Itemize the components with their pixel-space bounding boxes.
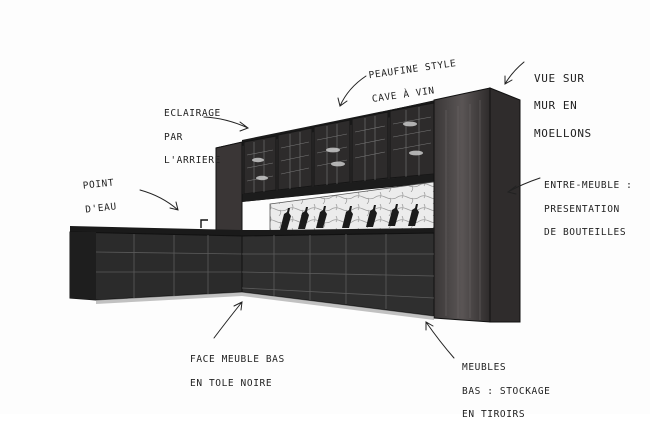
lower-cabinets-main (96, 232, 435, 320)
annotation-vue-mur: Vue sur mur en moellons (534, 58, 592, 154)
annotation-line: Point (82, 177, 115, 192)
annotation-line: l'arriere (164, 155, 221, 167)
annotation-entre-meuble: Entre-meuble : presentation de bouteille… (544, 168, 632, 251)
annotation-line: Peaufine style (367, 57, 458, 82)
kitchen-sketch (69, 61, 541, 359)
bottle-niche (269, 181, 435, 233)
annotation-line: en tiroirs (462, 409, 526, 421)
annotation-line: Entre-meuble : (544, 179, 633, 191)
annotation-line: Meubles (462, 361, 507, 373)
water-tap (200, 219, 208, 228)
rack-bottles (252, 121, 423, 181)
annotation-line: Eclairage (164, 107, 221, 119)
annotation-line: Face meuble bas (190, 353, 285, 365)
upper-cabinets (215, 99, 439, 205)
display-bottles (280, 204, 419, 230)
countertop (70, 226, 434, 236)
annotation-line: par (164, 131, 183, 143)
wine-rack-doors (243, 102, 435, 195)
annotation-eclairage: Eclairage par l'arriere (164, 96, 221, 179)
annotation-meubles-bas: Meubles bas : stockage en tiroirs (462, 350, 550, 433)
annotation-arrows (139, 61, 541, 359)
annotation-line: d'eau (84, 200, 118, 216)
annotation-peaufine: Peaufine style cave à vin (366, 46, 462, 117)
annotation-line: Vue sur (534, 71, 585, 85)
tall-column (433, 87, 521, 323)
annotation-line: moellons (534, 126, 592, 140)
annotation-line: mur en (534, 99, 578, 113)
lower-cabinets-left (69, 231, 243, 301)
annotation-face-meuble: Face meuble bas en tole noire (190, 342, 285, 401)
annotation-line: bas : stockage (462, 385, 551, 397)
sketch-canvas: Eclairage par l'arriere Peaufine style c… (69, 46, 632, 421)
annotation-line: en tole noire (190, 377, 273, 389)
annotation-point-eau: Point d'eau (81, 166, 119, 228)
annotation-line: cave à vin (371, 84, 436, 105)
annotation-line: presentation (544, 203, 620, 215)
annotation-line: de bouteilles (544, 227, 627, 239)
